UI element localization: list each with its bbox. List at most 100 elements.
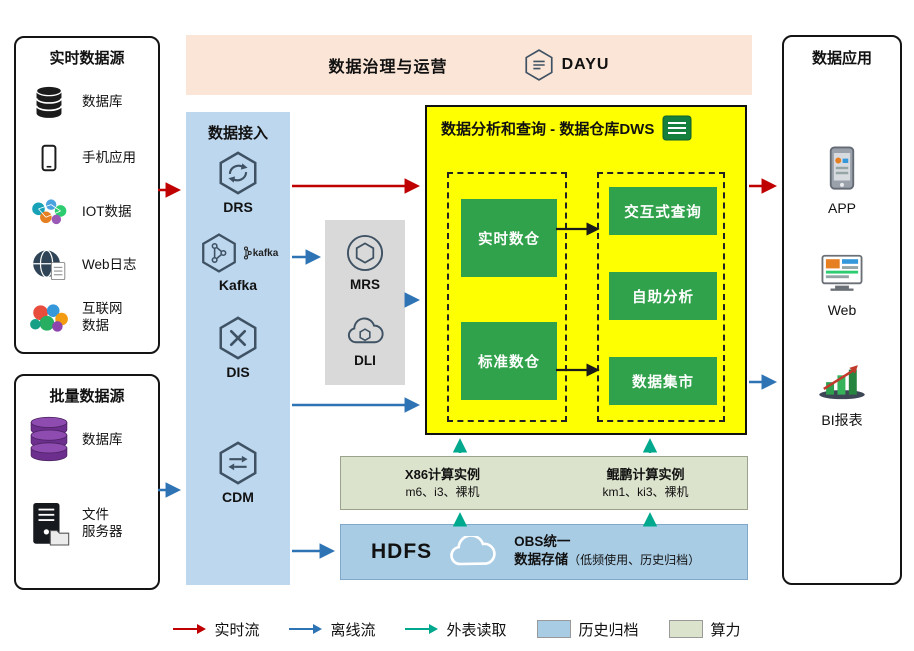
service-kafka: kafka Kafka [186, 232, 290, 293]
compute-title: X86计算实例 [404, 467, 481, 483]
ingestion-column: 数据接入 DRS kafka Kafka DIS CDM [186, 112, 290, 585]
dayu-icon [524, 49, 553, 81]
app-item: APP [784, 145, 900, 216]
applications-panel: 数据应用 APP Web BI报表 [782, 35, 902, 585]
mrs-icon [346, 234, 384, 272]
ingestion-title: 数据接入 [207, 125, 268, 142]
service-dis: DIS [186, 315, 290, 380]
interactive-query-box: 交互式查询 [609, 187, 717, 235]
source-item-label: 数据库 [82, 431, 123, 447]
legend-label: 离线流 [330, 621, 376, 639]
compute-subtitle: km1、ki3、裸机 [602, 484, 689, 499]
service-label: MRS [350, 277, 380, 292]
compute-subtitle: m6、i3、裸机 [405, 484, 480, 499]
compute-box: X86计算实例 m6、i3、裸机 鲲鹏计算实例 km1、ki3、裸机 [340, 456, 748, 510]
legend-item-compute: 算力 [668, 619, 741, 640]
service-mrs: MRS [325, 232, 405, 292]
dws-warehouse-group: 实时数仓 标准数仓 [447, 172, 567, 422]
dws-box: 数据分析和查询 - 数据仓库DWS 实时数仓 标准数仓 交互式查询 自助分析 数… [425, 105, 747, 435]
governance-banner: 数据治理与运营 DAYU [186, 35, 752, 95]
internet-data-icon [24, 302, 74, 334]
source-item: 文件 服务器 [24, 494, 156, 554]
service-label: CDM [222, 489, 254, 505]
iot-icon [24, 196, 74, 228]
cdm-icon [219, 441, 257, 485]
realtime-sources-title: 实时数据源 [49, 50, 125, 67]
obs-text: OBS统一 数据存储（低频使用、历史归档） [514, 533, 700, 571]
kafka-icon [201, 233, 236, 273]
file-server-icon [24, 500, 74, 548]
compute-title: 鲲鹏计算实例 [606, 467, 685, 483]
middleware-box: MRS DLI [325, 220, 405, 385]
kafka-wordmark: kafka [243, 245, 279, 261]
legend-item-realtime-flow: 实时流 [173, 619, 259, 640]
source-item-label: 数据库 [82, 93, 123, 109]
legend-arrow-blue [289, 624, 323, 634]
realtime-warehouse-box: 实时数仓 [461, 199, 557, 277]
app-item-label: BI报表 [821, 412, 863, 428]
service-label: Kafka [218, 277, 258, 293]
dws-titlebar: 数据分析和查询 - 数据仓库DWS [427, 107, 745, 141]
dws-title: 数据分析和查询 - 数据仓库DWS [441, 120, 655, 138]
legend-swatch-compute [668, 620, 703, 638]
legend-item-external-read: 外表读取 [405, 619, 507, 640]
standard-warehouse-box: 标准数仓 [461, 322, 557, 400]
legend-arrow-red [173, 624, 207, 634]
source-item: 数据库 [24, 412, 156, 468]
app-item: Web [784, 253, 900, 318]
legend-label: 算力 [710, 621, 741, 639]
realtime-sources-panel: 实时数据源 数据库 手机应用 IOT数据 Web日志 [14, 36, 160, 354]
legend-swatch-archive [536, 620, 571, 638]
source-item-label: IOT数据 [82, 203, 132, 219]
source-item: Web日志 [24, 241, 156, 289]
compute-kunpeng: 鲲鹏计算实例 km1、ki3、裸机 [544, 457, 747, 509]
obs-title-line2-row: 数据存储（低频使用、历史归档） [514, 550, 700, 571]
hdfs-label: HDFS [371, 540, 433, 563]
web-icon [821, 254, 863, 291]
legend-label: 实时流 [214, 621, 260, 639]
self-service-analysis-box: 自助分析 [609, 272, 717, 320]
service-cdm: CDM [186, 440, 290, 505]
source-item-label: 文件 服务器 [82, 507, 123, 539]
dayu-text: DAYU [561, 56, 610, 73]
database-icon [24, 84, 74, 120]
legend: 实时流 离线流 外表读取 历史归档 算力 [0, 613, 914, 645]
kafka-logo-glyph [243, 246, 252, 260]
app-item-label: APP [827, 200, 856, 216]
kafka-wordmark-text: kafka [252, 247, 279, 259]
app-item: BI报表 [784, 361, 900, 430]
bi-report-icon [819, 365, 865, 400]
data-mart-box: 数据集市 [609, 357, 717, 405]
kafka-icon-row: kafka [198, 232, 279, 274]
drs-icon [219, 151, 257, 195]
source-item-label: Web日志 [82, 256, 137, 272]
dws-icon [662, 115, 692, 141]
governance-title: 数据治理与运营 [328, 59, 448, 76]
source-item: 互联网 数据 [24, 294, 156, 342]
obs-title-line1: OBS统一 [514, 533, 571, 549]
legend-label: 历史归档 [578, 621, 639, 639]
service-label: DLI [354, 353, 376, 368]
web-log-icon [24, 248, 74, 282]
mobile-app-icon [24, 140, 74, 176]
service-drs: DRS [186, 150, 290, 215]
dayu-logo: DAYU [522, 48, 610, 82]
service-label: DRS [223, 199, 253, 215]
obs-note: （低频使用、历史归档） [568, 553, 701, 568]
app-item-label: Web [827, 302, 857, 318]
app-icon [829, 146, 855, 190]
compute-x86: X86计算实例 m6、i3、裸机 [341, 457, 544, 509]
service-dli: DLI [325, 310, 405, 368]
legend-item-offline-flow: 离线流 [289, 619, 375, 640]
dis-icon [219, 316, 257, 360]
dws-analysis-group: 交互式查询 自助分析 数据集市 [597, 172, 725, 422]
legend-label: 外表读取 [446, 621, 507, 639]
legend-item-archive: 历史归档 [536, 619, 639, 640]
database-purple-icon [24, 416, 74, 464]
storage-box: HDFS OBS统一 数据存储（低频使用、历史归档） [340, 524, 748, 580]
batch-sources-title: 批量数据源 [49, 388, 125, 405]
source-item: 数据库 [24, 78, 156, 126]
obs-cloud-icon [450, 536, 496, 566]
dli-icon [347, 317, 384, 344]
